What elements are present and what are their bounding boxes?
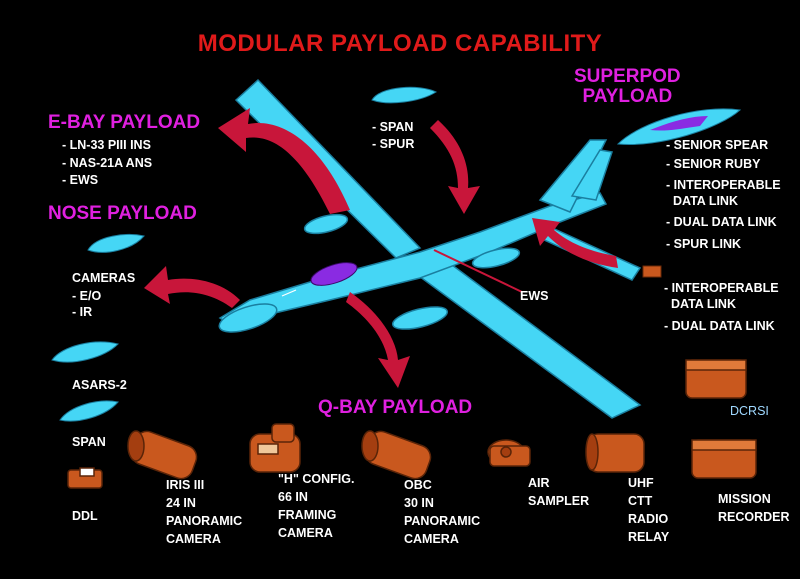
superpod-item: - SENIOR RUBY [666,157,761,171]
dcrsi-module-icon [685,359,747,399]
e-bay-item: - LN-33 PIII INS [62,138,151,152]
nose-header: NOSE PAYLOAD [48,203,197,224]
q-bay-modules [67,359,757,489]
e-bay-item: - NAS-21A ANS [62,156,153,170]
q-bay-module-label: DDL [72,509,98,523]
q-bay-module-label: MISSION RECORDER [718,492,790,524]
page-title: MODULAR PAYLOAD CAPABILITY [197,30,603,57]
cameras-label: CAMERAS [72,271,136,285]
asars-pod-icon [51,341,119,363]
camera-item: - E/O [72,289,102,303]
superpod-item: - SPUR LINK [666,237,741,251]
top-pod-item: - SPUR [372,137,415,151]
e-bay-header: E-BAY PAYLOAD [48,112,201,133]
radio-relay-module-icon [585,433,645,473]
u2-aircraft [218,78,642,419]
canopy [310,262,358,286]
obc-camera-module-icon [361,430,432,480]
superpod-header: SUPERPOD PAYLOAD [574,66,681,107]
q-bay-module-label: IRIS III 24 IN PANORAMIC CAMERA [166,478,243,546]
span-pod-icon [59,400,119,422]
q-bay-module-label: "H" CONFIG. 66 IN FRAMING CAMERA [278,472,355,540]
q-bay-module-label: AIR SAMPLER [528,476,590,508]
dcrsi-label: DCRSI [730,404,769,418]
camera-item: - IR [72,305,93,319]
air-sampler-module-icon [487,439,531,467]
loose-pods [51,86,742,422]
span-label: SPAN [72,435,106,449]
mission-recorder-module-icon [691,439,757,479]
framing-camera-module-icon [249,423,301,473]
iris-camera-module-icon [127,430,198,480]
right-pod-item: - DUAL DATA LINK [664,319,775,333]
payload-arrows [144,108,618,388]
right-pod-item: - INTEROPERABLE DATA LINK [664,281,779,311]
superpod-item: - INTEROPERABLE DATA LINK [666,178,781,208]
top-pod-icon [371,86,438,104]
superpod-item: - SENIOR SPEAR [666,138,769,152]
e-bay-item: - EWS [62,173,99,187]
ddl-module-icon [67,467,103,489]
q-bay-module-label: UHF CTT RADIO RELAY [628,476,670,544]
ews-label: EWS [520,289,549,303]
q-bay-header: Q-BAY PAYLOAD [318,397,473,418]
top-pod-item: - SPAN [372,120,414,134]
nose-camera-pod-icon [87,234,145,253]
asars-label: ASARS-2 [72,378,127,392]
superpod-item: - DUAL DATA LINK [666,215,777,229]
q-bay-module-label: OBC 30 IN PANORAMIC CAMERA [404,478,481,546]
